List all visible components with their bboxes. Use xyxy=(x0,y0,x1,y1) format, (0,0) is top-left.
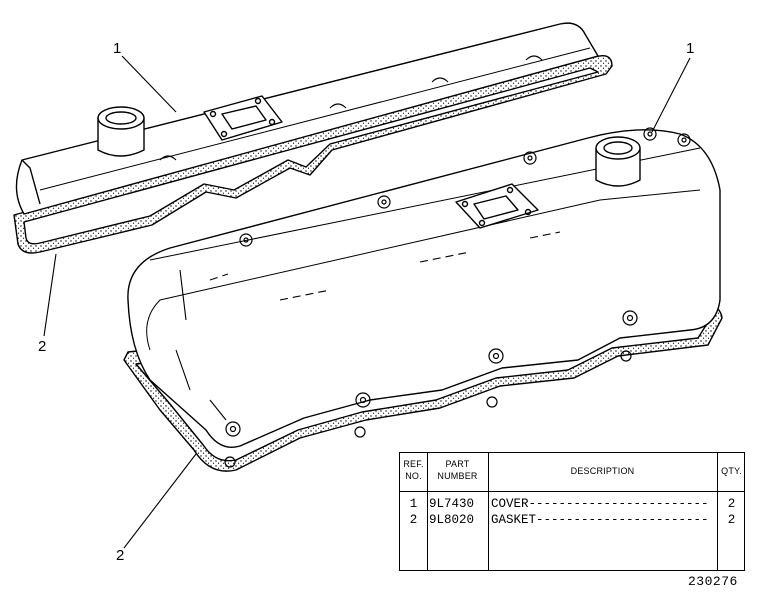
parts-list-table: REF. NO. PART NUMBER DESCRIPTION QTY. 1 … xyxy=(399,452,745,571)
leader-upper-gasket xyxy=(43,253,57,337)
row-part-number: 9L7430 xyxy=(429,497,475,511)
row-qty: 2 xyxy=(727,497,736,511)
lower-breather-flange xyxy=(455,183,539,229)
leader-lower-cover xyxy=(651,57,691,133)
callout-lower-cover: 1 xyxy=(686,40,695,57)
leader-upper-cover xyxy=(121,55,177,113)
header-part-number: PART NUMBER xyxy=(437,459,478,481)
header-description: DESCRIPTION xyxy=(570,466,635,476)
upper-filler-cap xyxy=(97,106,145,157)
row-ref: 2 xyxy=(409,513,418,527)
header-qty: QTY. xyxy=(721,466,742,476)
upper-breather-flange xyxy=(203,95,283,141)
row-part-number: 9L8020 xyxy=(429,513,475,527)
callout-lower-gasket: 2 xyxy=(116,547,125,564)
figure-number: 230276 xyxy=(688,574,738,589)
leader-lower-gasket xyxy=(123,453,197,549)
lower-bolt-bosses xyxy=(224,127,691,468)
row-qty: 2 xyxy=(727,513,736,527)
upper-valve-cover xyxy=(13,22,613,254)
row-ref: 1 xyxy=(409,497,418,511)
callout-upper-gasket: 2 xyxy=(38,338,47,355)
row-description: GASKET----------------------- xyxy=(491,513,709,527)
lower-valve-cover xyxy=(123,127,723,472)
callout-upper-cover: 1 xyxy=(113,40,122,57)
leader-lines xyxy=(43,55,691,549)
header-ref-no: REF. NO. xyxy=(403,459,424,481)
parts-table-header xyxy=(400,453,744,492)
row-description: COVER------------------------ xyxy=(491,497,709,511)
lower-filler-cap xyxy=(595,136,641,187)
